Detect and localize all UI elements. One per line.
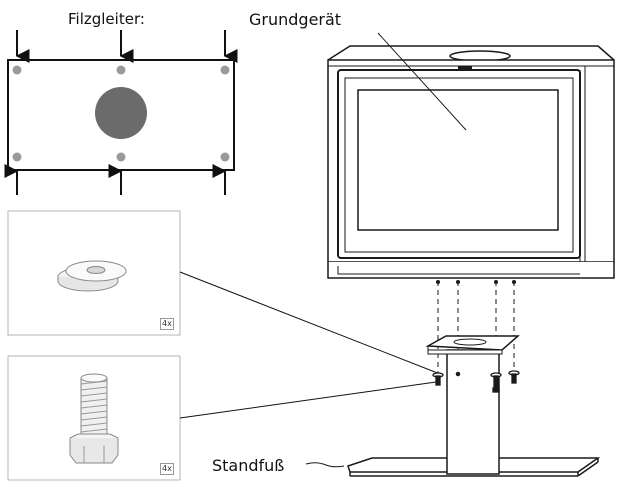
felt-dot [220, 152, 230, 162]
washer-panel [7, 210, 181, 336]
felt-glides-label: Filzgleiter: [68, 10, 145, 28]
screw-icon [490, 372, 502, 393]
stand-leader [305, 462, 345, 468]
screw-icon [432, 372, 444, 386]
bolt-icon [69, 373, 119, 464]
felt-dot [116, 65, 126, 75]
mounting-screws [432, 370, 520, 393]
stand-base [347, 335, 601, 477]
screw-icon [508, 370, 520, 384]
main-unit-label: Grundgerät [249, 10, 342, 29]
felt-glide-plate [7, 59, 235, 171]
felt-dot [12, 152, 22, 162]
mounting-guides [437, 281, 515, 374]
center-disc [95, 87, 147, 139]
bolt-quantity-badge: 4x [160, 463, 174, 475]
washer-icon [57, 260, 127, 292]
felt-dot [116, 152, 126, 162]
stand-base-label: Standfuß [212, 456, 285, 475]
bolt-panel [7, 355, 181, 481]
washer-leader [179, 271, 441, 375]
felt-dot [220, 65, 230, 75]
mounting-holes [436, 280, 516, 284]
felt-dot [12, 65, 22, 75]
bolt-leader [179, 381, 437, 419]
main-unit-leader [377, 32, 467, 131]
washer-quantity-badge: 4x [160, 318, 174, 330]
felt-glide-arrows [4, 30, 238, 195]
main-unit [327, 45, 615, 279]
